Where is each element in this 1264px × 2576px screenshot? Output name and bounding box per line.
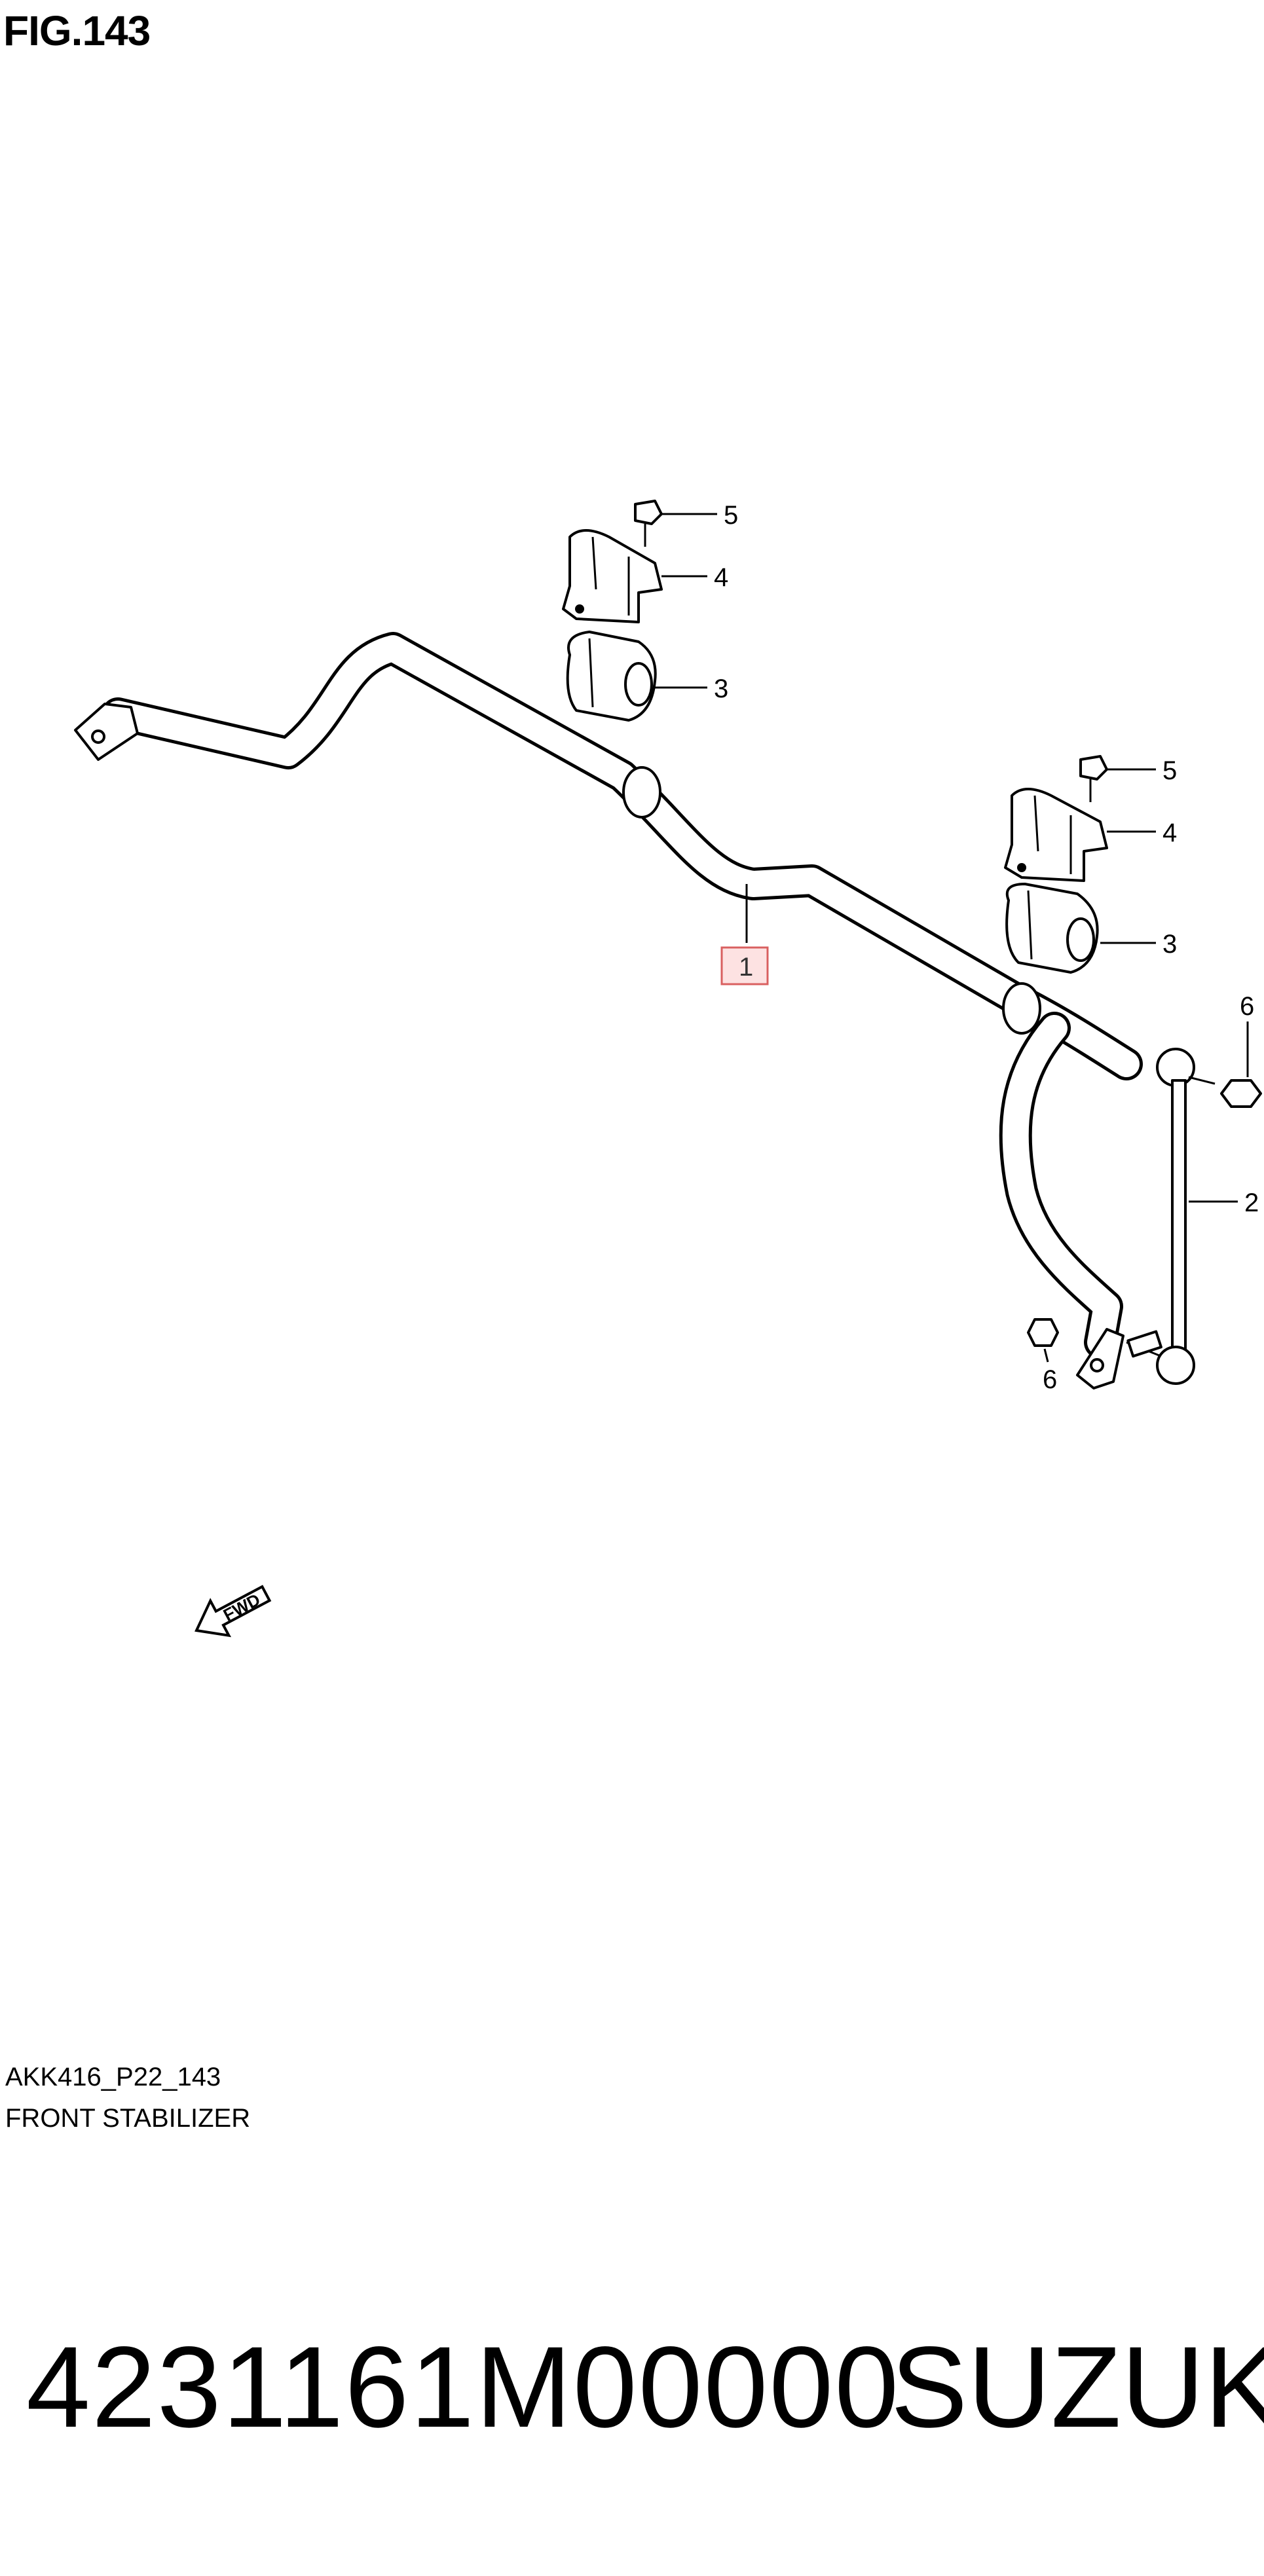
- drawing-code: AKK416_P22_143: [5, 2063, 221, 2091]
- stabilizer-link[interactable]: [1126, 1048, 1216, 1385]
- stabilizer-bar[interactable]: [74, 632, 1143, 1389]
- callout-5-left: 5: [724, 501, 738, 530]
- callout-2: 2: [1244, 1188, 1259, 1217]
- callout-4-right: 4: [1162, 819, 1177, 847]
- callout-4-left: 4: [714, 563, 728, 592]
- bracket-left[interactable]: [562, 529, 663, 623]
- fwd-arrow-icon: FWD: [195, 1585, 272, 1638]
- callout-5-right: 5: [1162, 756, 1177, 785]
- nut-lower[interactable]: [1027, 1318, 1059, 1347]
- part-number: 4231161M00000: [26, 2323, 901, 2452]
- section-name: FRONT STABILIZER: [5, 2104, 251, 2133]
- nut-upper[interactable]: [1220, 1079, 1262, 1108]
- bushing-left[interactable]: [566, 631, 657, 722]
- callout-3-left: 3: [714, 674, 728, 703]
- callout-1: 1: [739, 953, 753, 982]
- callout-1-highlight[interactable]: 1: [720, 946, 769, 985]
- brand-name: SUZUKI: [891, 2323, 1264, 2452]
- callout-6-upper: 6: [1240, 992, 1254, 1021]
- bolt-right[interactable]: [1079, 755, 1108, 802]
- bracket-right[interactable]: [1004, 788, 1108, 882]
- callout-6-lower: 6: [1043, 1365, 1057, 1394]
- bolt-left[interactable]: [634, 500, 663, 547]
- callout-3-right: 3: [1162, 930, 1177, 959]
- leader-lines: [655, 513, 1249, 1363]
- figure-title: FIG.143: [3, 7, 151, 54]
- bushing-right[interactable]: [1005, 883, 1099, 974]
- fwd-label: FWD: [220, 1589, 263, 1625]
